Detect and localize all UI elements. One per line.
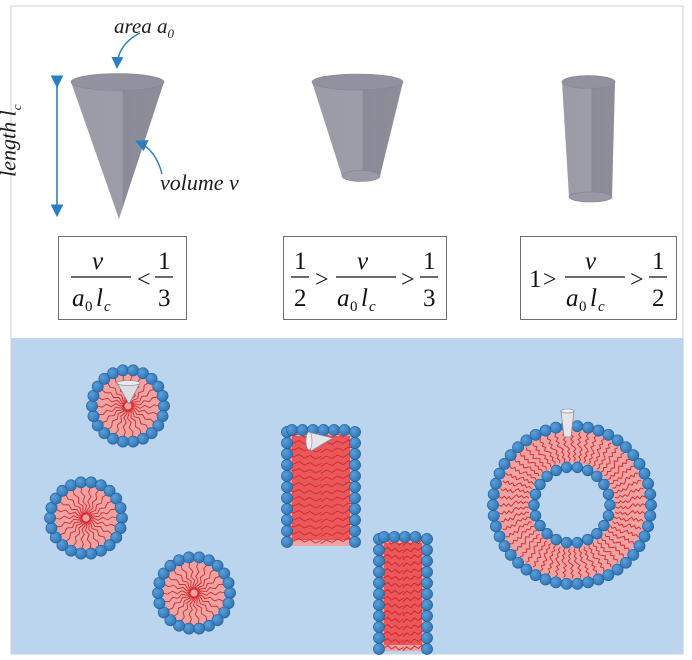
ineq1-one: 1 (158, 248, 171, 275)
ineq2-one-left: 1 (294, 248, 307, 275)
ineq3-greater-2: > (630, 267, 644, 293)
volume-pointer-arrow (135, 140, 163, 175)
ineq2-denominator-l: l (361, 285, 368, 312)
ineq2-denominator-a-sub: 0 (350, 299, 358, 315)
ineq3-two: 2 (652, 285, 665, 312)
ineq3-denominator-l: l (590, 285, 597, 312)
ineq3-greater-1: > (543, 267, 557, 293)
volume-label: volume v (160, 170, 239, 196)
ineq1-denominator-a: a (72, 285, 85, 312)
volume-label-text: volume v (160, 170, 239, 195)
ineq3-one-left: 1 (529, 266, 542, 293)
ineq2-three: 3 (423, 285, 436, 312)
ineq3-denominator-l-sub: c (598, 299, 605, 315)
ineq3-denominator-a-sub: 0 (579, 299, 587, 315)
ineq2-denominator-l-sub: c (369, 299, 376, 315)
packing-inequality-1: v a 0 l c < 1 3 (58, 236, 187, 320)
length-label-subscript: c (8, 104, 24, 111)
ineq3-numerator-v: v (585, 248, 597, 275)
ineq2-one-right: 1 (423, 248, 436, 275)
lipid-aggregates (44, 364, 657, 655)
cone-shape-3 (561, 75, 616, 203)
area-label: area a0 (114, 14, 174, 42)
cylindrical-micelle-2 (373, 531, 433, 655)
packing-inequality-3: 1 > v a 0 l c > 1 2 (520, 236, 677, 320)
ineq1-numerator-v: v (92, 248, 104, 275)
spherical-micelle-2 (44, 476, 128, 560)
ineq2-two: 2 (294, 285, 307, 312)
area-pointer-arrow (111, 32, 141, 69)
cylindrical-micelle-1 (281, 424, 361, 548)
cone-shape-2 (311, 73, 404, 182)
ineq2-greater-1: > (315, 267, 329, 293)
ineq3-denominator-a: a (566, 285, 579, 312)
length-label: length lc (0, 105, 25, 177)
ineq1-less-than: < (137, 267, 151, 293)
area-label-subscript: 0 (167, 26, 174, 42)
ineq1-denominator-l-sub: c (104, 299, 111, 315)
ineq1-three: 3 (158, 285, 171, 312)
ineq1-denominator-l: l (96, 285, 103, 312)
ineq1-denominator-a-sub: 0 (85, 299, 93, 315)
packing-inequality-2: 1 2 > v a 0 l c > 1 3 (283, 236, 447, 320)
length-label-text: length l (0, 110, 21, 177)
ineq2-denominator-a: a (337, 285, 350, 312)
area-label-text: area a (114, 14, 168, 38)
ineq2-greater-2: > (401, 267, 415, 293)
ineq2-numerator-v: v (357, 248, 369, 275)
ineq3-one-right: 1 (652, 248, 665, 275)
spherical-micelle-3 (152, 551, 236, 635)
cone-shape-1 (70, 73, 165, 219)
spherical-micelle-1 (86, 364, 170, 448)
vesicle-bilayer (487, 408, 657, 590)
